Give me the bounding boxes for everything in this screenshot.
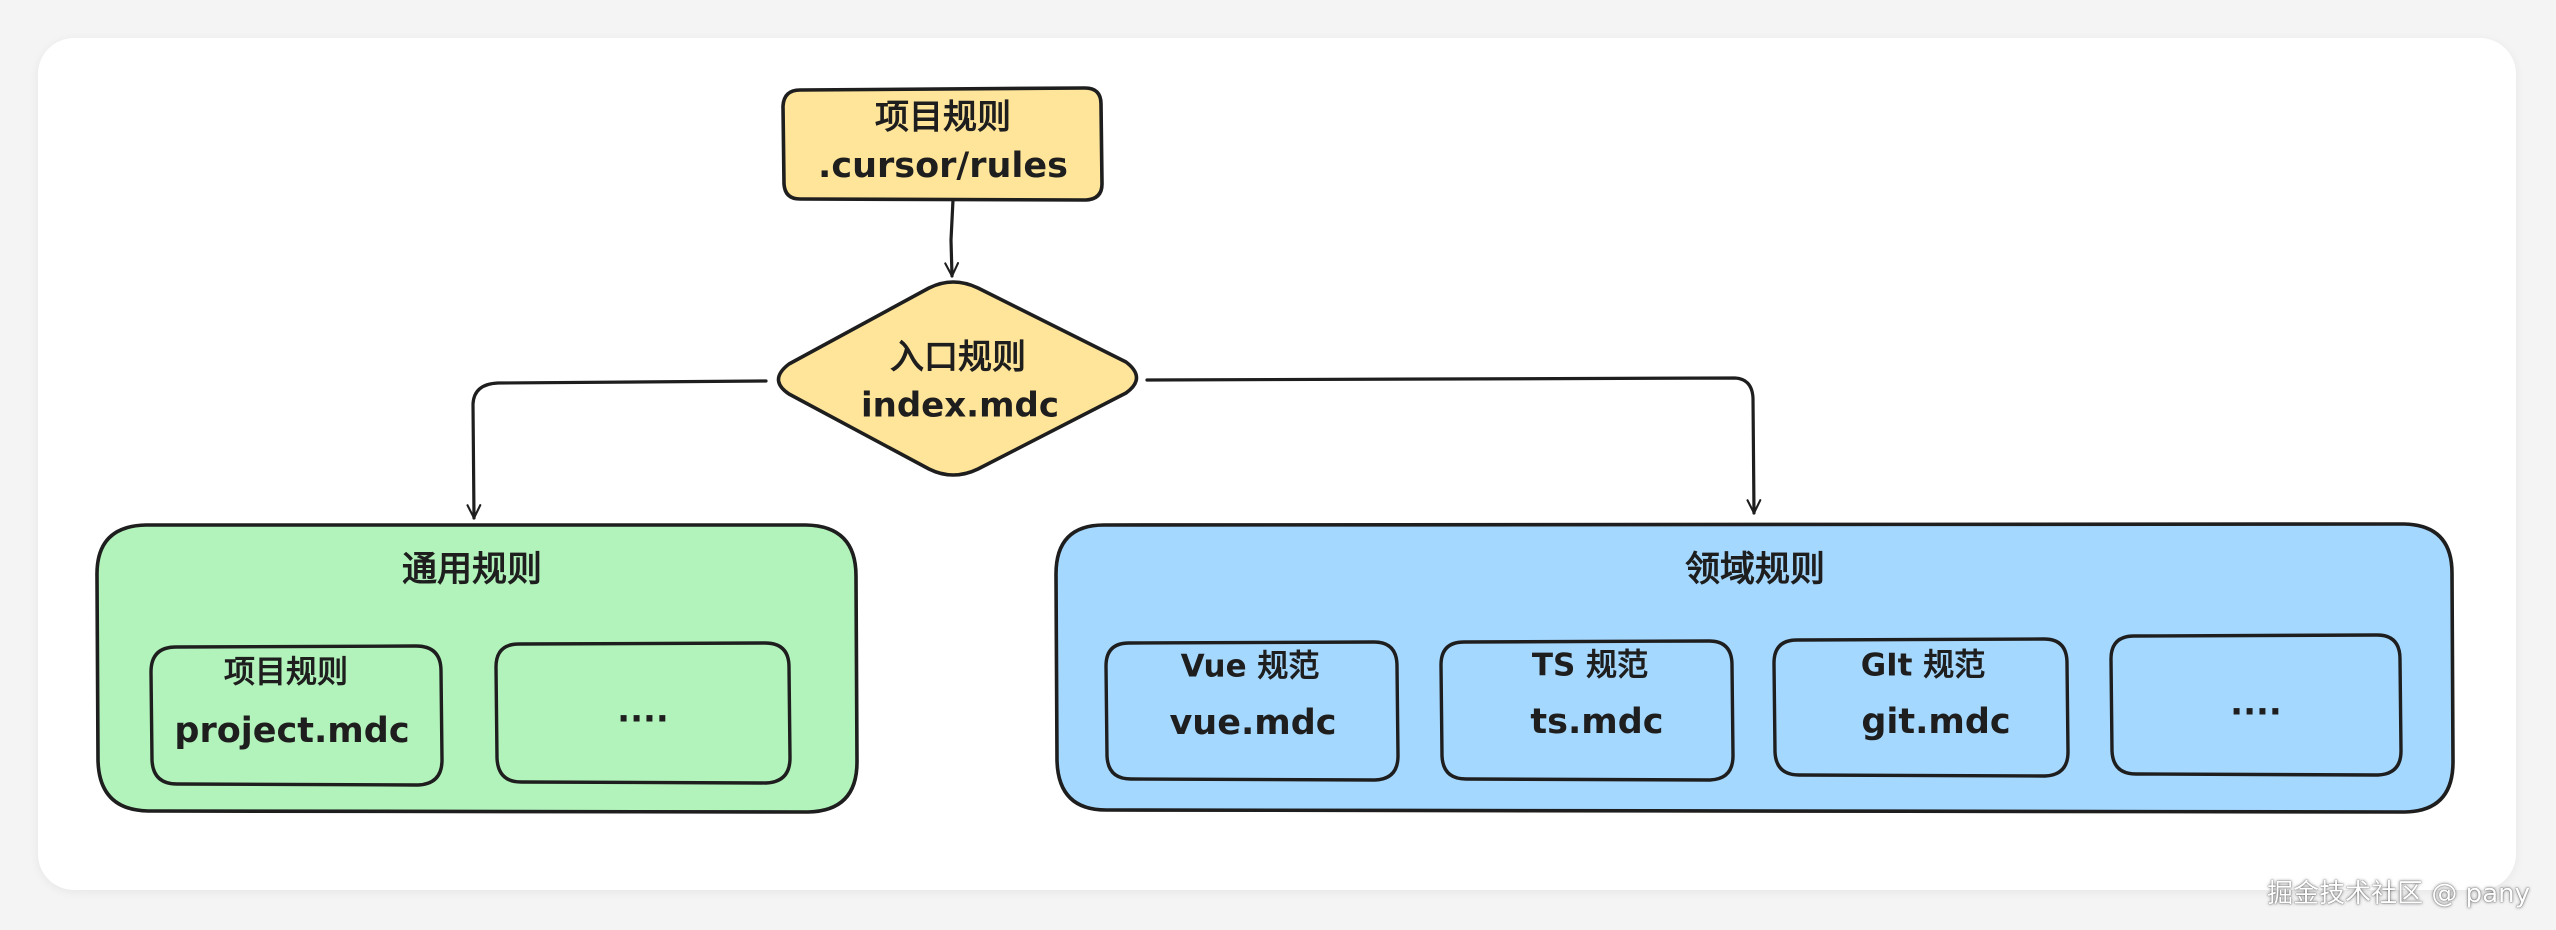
arrow-root-to-entry <box>944 198 960 278</box>
general-item-project: 项目规则 project.mdc <box>149 644 444 787</box>
entry-node-diamond <box>776 280 1139 477</box>
domain-rules-box <box>1054 522 2455 814</box>
root-node-title: 项目规则 <box>875 98 1011 138</box>
domain-item-vue-title: Vue 规范 <box>1181 649 1320 685</box>
general-rules-title: 通用规则 <box>402 550 542 590</box>
domain-item-more-box <box>2109 633 2403 777</box>
domain-rules-group: 领域规则 Vue 规范 vue.mdc TS 规范 ts.mdc GIt 规范 … <box>1054 522 2455 814</box>
general-item-more-box <box>494 641 792 785</box>
general-item-project-file: project.mdc <box>174 711 409 751</box>
entry-node: 入口规则 index.mdc <box>776 280 1139 477</box>
domain-item-ts-title: TS 规范 <box>1532 648 1648 684</box>
general-item-more: .... <box>494 641 792 785</box>
domain-item-vue: Vue 规范 vue.mdc <box>1104 640 1400 782</box>
domain-item-git-box <box>1772 637 2070 778</box>
domain-rules-title: 领域规则 <box>1685 550 1825 590</box>
domain-item-more: .... <box>2109 633 2403 777</box>
general-item-project-title: 项目规则 <box>224 655 348 691</box>
arrow-entry-to-general <box>466 379 768 520</box>
general-item-project-box <box>149 644 444 787</box>
general-rules-group: 通用规则 项目规则 project.mdc .... <box>95 523 859 814</box>
domain-item-ts-file: ts.mdc <box>1530 702 1663 742</box>
domain-item-git-title: GIt 规范 <box>1861 648 1986 684</box>
arrow-entry-to-domain <box>1145 376 1762 515</box>
general-item-more-label: .... <box>617 691 669 731</box>
domain-item-vue-box <box>1104 640 1400 782</box>
root-node: 项目规则 .cursor/rules <box>781 86 1104 202</box>
domain-item-git: GIt 规范 git.mdc <box>1772 637 2070 778</box>
root-node-box <box>781 86 1104 202</box>
watermark: 掘金技术社区 @ pany <box>2267 879 2530 909</box>
domain-item-vue-file: vue.mdc <box>1169 703 1336 743</box>
connectors <box>466 198 1762 520</box>
domain-item-more-label: .... <box>2230 684 2282 724</box>
domain-item-ts: TS 规范 ts.mdc <box>1439 639 1735 782</box>
entry-node-title: 入口规则 <box>890 338 1026 378</box>
domain-item-ts-box <box>1439 639 1735 782</box>
domain-item-git-file: git.mdc <box>1861 702 2010 742</box>
root-node-path: .cursor/rules <box>818 146 1068 186</box>
entry-node-file: index.mdc <box>861 386 1059 426</box>
